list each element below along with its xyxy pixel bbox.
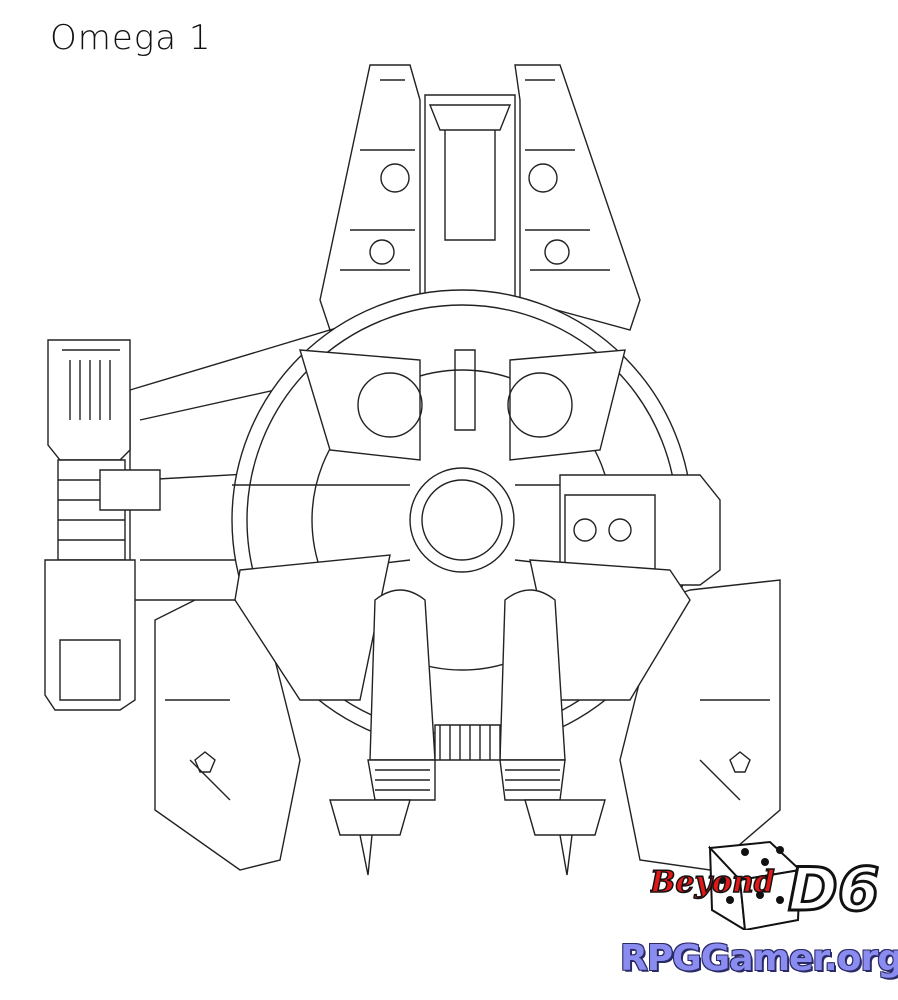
engine-right — [499, 589, 606, 876]
engine-left — [329, 589, 436, 876]
tail-fin-left — [319, 64, 421, 331]
beyond-d6-logo: Beyond D6 — [650, 840, 880, 930]
site-logo: RPGGamer.org — [620, 938, 898, 979]
d6-text: D6 — [788, 855, 880, 925]
tail-fin-right — [514, 64, 641, 331]
mandible-left — [234, 554, 391, 701]
cannon-pod-left — [44, 339, 161, 711]
beyond-text: Beyond — [650, 865, 775, 900]
engine-core — [434, 724, 501, 761]
dice-icon — [707, 840, 803, 930]
diagram-title: Omega 1 — [50, 18, 212, 58]
cockpit-module — [559, 474, 721, 586]
